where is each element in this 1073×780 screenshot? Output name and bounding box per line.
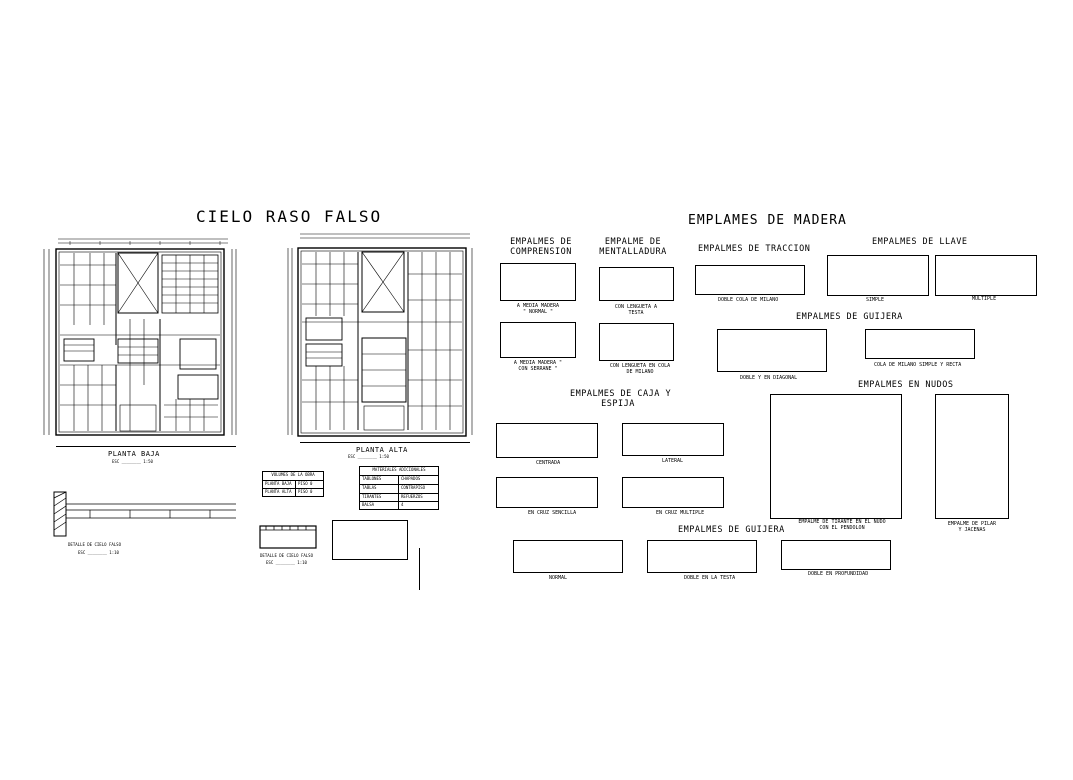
- volumes-row-2-name: PLANTA ALTA: [265, 489, 292, 494]
- materials-row-2-b: CONTRAPISO: [401, 485, 426, 490]
- joint-box-media-madera-serrane: [500, 322, 576, 358]
- joint-box-pilar: [935, 394, 1009, 519]
- joint-box-cola-milano: [865, 329, 975, 359]
- caption-cruz-multiple: EN CRUZ MULTIPLE: [656, 510, 705, 516]
- planta-baja-dimension-line: [56, 446, 236, 447]
- joint-box-tirante: [770, 394, 902, 519]
- caption-multiple: MULTIPLE: [972, 296, 997, 302]
- detalle-2-scale: ESC ________ 1:10: [266, 560, 307, 565]
- caption-media-madera-serrane: A MEDIA MADERA " CON SERRANE ": [513, 360, 563, 372]
- detalle-seccion-drawing: [53, 491, 236, 537]
- joint-box-doble-testa: [647, 540, 757, 573]
- materials-row-3-a: TIRANTES: [362, 494, 382, 499]
- joint-box-lengueta-cola: [599, 323, 674, 361]
- planta-alta-scale: ESC ________ 1:50: [348, 454, 389, 459]
- joint-box-normal: [513, 540, 623, 573]
- volumes-row-1-value: PISO 0: [298, 481, 313, 486]
- joint-box-centrada: [496, 423, 598, 458]
- caption-simple: SIMPLE: [866, 297, 885, 303]
- header-mentalladura: EMPALME DE MENTALLADURA: [599, 237, 667, 257]
- joint-box-media-madera-normal: [500, 263, 576, 301]
- materials-table-header: MATERIALES ADICIONALES: [372, 467, 426, 472]
- detalle-1-scale: ESC ________ 1:10: [78, 550, 119, 555]
- joint-box-lengueta-testa: [599, 267, 674, 301]
- caption-normal: NORMAL: [549, 575, 568, 581]
- caption-tirante: EMPALME DE TIRANTE EN EL NUDO CON EL PEN…: [798, 519, 886, 531]
- planta-baja-label: PLANTA BAJA: [108, 450, 160, 458]
- caption-cola-milano: COLA DE MILANO SIMPLE Y RECTA: [874, 362, 962, 368]
- header-compresion: EMPALMES DE COMPRENSION: [510, 237, 572, 257]
- separator-line: [419, 548, 420, 590]
- header-llave: EMPALMES DE LLAVE: [872, 237, 968, 247]
- planta-baja-scale: ESC ________ 1:50: [112, 459, 153, 464]
- caption-lateral: LATERAL: [662, 458, 684, 464]
- materials-row-4-a: BALSA: [362, 502, 375, 507]
- volumes-row-2-value: PISO 0: [298, 489, 313, 494]
- volumes-table-header: VOLUMES DE LA OBRA: [271, 472, 315, 477]
- caption-doble-testa: DOBLE EN LA TESTA: [684, 575, 736, 581]
- title-cielo-raso: CIELO RASO FALSO: [196, 207, 383, 226]
- materials-table: MATERIALES ADICIONALES TABLONES CHAPADOS…: [359, 466, 439, 510]
- caption-doble-cola: DOBLE COLA DE MILANO: [718, 297, 779, 303]
- caption-lengueta-cola: CON LENGUETA EN COLA DE MILANO: [609, 363, 671, 375]
- volumes-table: VOLUMES DE LA OBRA PLANTA BAJA PISO 0 PL…: [262, 471, 324, 497]
- planta-alta-drawing: [287, 233, 473, 437]
- planta-alta-label: PLANTA ALTA: [356, 446, 408, 454]
- joint-box-doble-cola: [695, 265, 805, 295]
- caption-cruz-sencilla: EN CRUZ SENCILLA: [528, 510, 577, 516]
- joint-box-multiple: [935, 255, 1037, 296]
- header-caja: EMPALMES DE CAJA Y ESPIJA: [570, 389, 672, 409]
- detalle-2-label: DETALLE DE CIELO FALSO: [260, 553, 313, 558]
- caption-pilar: EMPALME DE PILAR Y JACENAS: [947, 521, 997, 533]
- joint-box-doble-profundidad: [781, 540, 891, 570]
- materials-row-3-b: REFUERZOS: [401, 494, 423, 499]
- caption-doble-diagonal: DOBLE Y EN DIAGONAL: [740, 375, 798, 381]
- joint-box-cruz-sencilla: [496, 477, 598, 508]
- header-guijera-bottom: EMPALMES DE GUIJERA: [678, 525, 785, 535]
- detalle-1-label: DETALLE DE CIELO FALSO: [68, 542, 121, 547]
- detalle-cielo-drawing: [259, 525, 317, 549]
- caption-media-madera-normal: A MEDIA MADERA " NORMAL ": [516, 303, 560, 315]
- planta-alta-dimension-line: [300, 442, 470, 443]
- planta-baja-drawing: [43, 238, 237, 436]
- header-nudos: EMPALMES EN NUDOS: [858, 380, 954, 390]
- caption-doble-profundidad: DOBLE EN PROFUNDIDAD: [808, 571, 869, 577]
- caption-centrada: CENTRADA: [536, 460, 561, 466]
- materials-row-4-b: 4: [401, 502, 404, 507]
- materials-row-1-b: CHAPADOS: [401, 476, 421, 481]
- caption-lengueta-testa: CON LENGUETA A TESTA: [614, 304, 658, 316]
- title-emplames: EMPLAMES DE MADERA: [688, 213, 847, 228]
- joint-box-cruz-multiple: [622, 477, 724, 508]
- joint-box-lateral: [622, 423, 724, 456]
- joint-box-doble-diagonal: [717, 329, 827, 372]
- joint-box-simple: [827, 255, 929, 296]
- materials-row-2-a: TABLAS: [362, 485, 377, 490]
- detail-box: [332, 520, 408, 560]
- header-traccion: EMPALMES DE TRACCION: [698, 244, 811, 254]
- header-guijera-top: EMPALMES DE GUIJERA: [796, 312, 903, 322]
- materials-row-1-a: TABLONES: [362, 476, 382, 481]
- volumes-row-1-name: PLANTA BAJA: [265, 481, 292, 486]
